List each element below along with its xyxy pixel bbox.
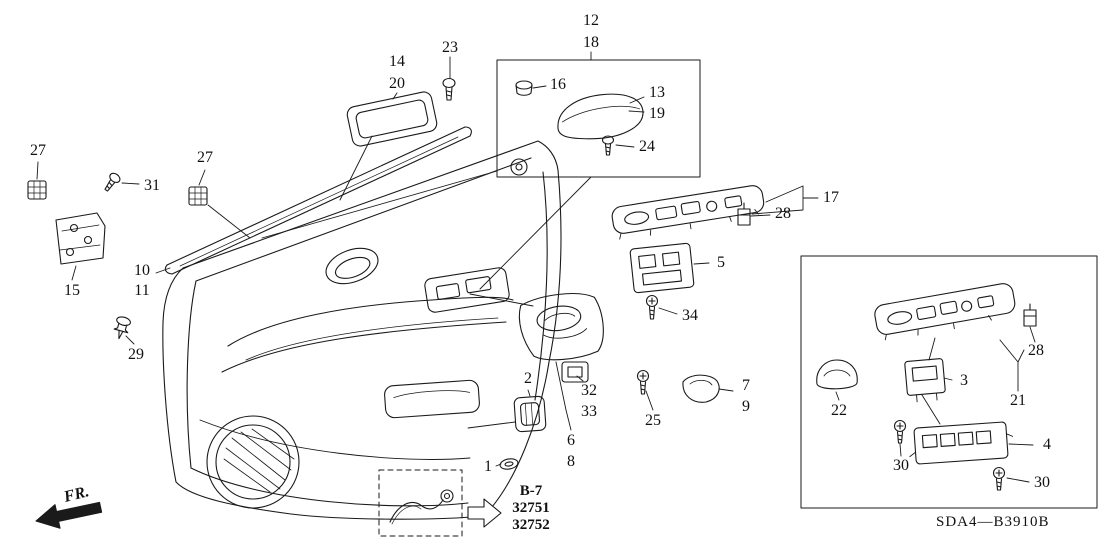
reference-arrow-icon [467,498,502,528]
callout-21: 21 [1010,392,1026,409]
reflector-2-drawing [513,395,547,433]
reference-block: B-7 32751 32752 [498,483,564,534]
reference-part-number-2: 32752 [512,517,550,533]
leader-lines [36,51,1036,483]
handle-bezel-drawing [518,293,604,361]
door-switch-plate-drawing [424,267,510,313]
panel-21-drawing [874,283,1016,341]
callout-28: 28 [775,205,791,222]
callout-23: 23 [442,39,458,56]
callout-14: 14 [389,53,405,70]
callout-29: 29 [128,346,144,363]
callout-19: 19 [649,105,665,122]
inner-handle-recess-drawing [325,247,379,285]
callout-28-2: 28 [1028,342,1044,359]
screw-31-drawing [104,172,121,192]
door-panel-drawing [162,140,562,520]
switch-3-drawing [904,358,946,403]
screw-24-drawing [601,135,615,156]
callout-24: 24 [639,138,655,155]
callout-5: 5 [717,254,725,271]
callout-9: 9 [742,398,750,415]
callout-8: 8 [567,453,575,470]
callout-31: 31 [144,177,160,194]
door-pocket-drawing [384,379,480,419]
clip-28-left-drawing [737,202,751,226]
callout-1: 1 [484,458,492,475]
tray-drawing [346,91,438,147]
screw-30-lower-drawing [992,466,1006,491]
switch-4-drawing [909,421,1014,465]
callout-30-2: 30 [1034,474,1050,491]
weatherstrip-drawing [164,126,472,275]
callout-6: 6 [567,432,575,449]
armrest-pad-drawing [557,93,644,140]
callout-4: 4 [1043,436,1051,453]
switch-5-drawing [629,242,695,294]
callout-20: 20 [389,75,405,92]
callout-15: 15 [64,282,80,299]
callout-12: 12 [583,12,599,29]
callout-27-2: 27 [197,149,213,166]
callout-2: 2 [524,370,532,387]
screw-34-drawing [645,294,659,320]
speaker-drawing [206,415,300,509]
clip-29-drawing [113,316,131,340]
callout-33: 33 [581,403,597,420]
callout-30: 30 [893,457,909,474]
callout-22: 22 [831,402,847,419]
harness-box-drawing [378,469,463,537]
callout-17: 17 [823,189,839,206]
callout-25: 25 [645,412,661,429]
screw-30-upper-drawing [893,419,907,444]
callout-3: 3 [960,372,968,389]
bracket-15-drawing [55,212,106,265]
callout-13: 13 [649,84,665,101]
cap-7-drawing [682,374,720,403]
callout-11: 11 [134,282,150,299]
callout-10: 10 [134,262,150,279]
part-22-drawing [816,359,858,390]
clip-27-left-drawing [27,180,47,200]
callout-16: 16 [550,76,566,93]
diagram-code: SDA4—B3910B [936,514,1050,530]
reference-page: B-7 [519,483,543,499]
switch-trim-panel-drawing [611,185,765,240]
fr-arrow-icon [35,501,103,529]
callout-32: 32 [581,382,597,399]
switch-32-drawing [561,361,589,383]
screw-25-drawing [636,369,650,395]
grommet-16-drawing [515,80,533,96]
armrest-group-box [496,59,701,178]
screw-23-drawing [442,77,456,101]
clip-27-center-drawing [188,186,208,206]
callout-27: 27 [30,142,46,159]
right-group-box [800,255,1098,509]
callout-18: 18 [583,34,599,51]
callout-7: 7 [742,377,750,394]
callout-34: 34 [682,307,698,324]
reference-part-number-1: 32751 [512,500,550,516]
clip-28-right-drawing [1023,303,1037,327]
